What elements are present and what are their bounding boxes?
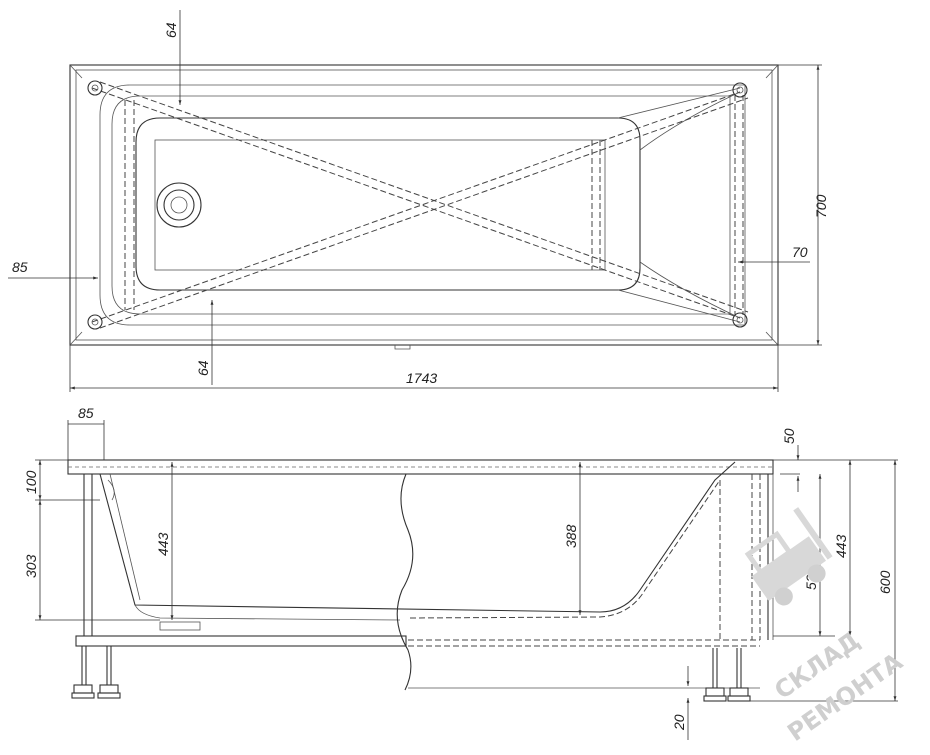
dim-side-rim-offset: 50 [781,428,797,444]
dim-top-diag-bottom: 64 [195,360,211,376]
dim-side-depth-mid: 388 [563,524,579,548]
top-basin-bottom [135,117,641,291]
side-legs-left [71,646,121,699]
dim-side-floor-height: 303 [23,554,39,578]
drain-icon [156,182,202,228]
forklift-logo-icon [744,507,833,606]
dim-top-right-inset: 70 [792,244,808,260]
dim-top-width: 700 [813,194,829,218]
dim-side-left-frame: 85 [78,405,94,421]
watermark: СКЛАД РЕМОНТА [744,507,908,747]
dim-top-length: 1743 [406,370,437,386]
top-diagonal-brace-b [91,91,749,329]
dim-side-depth-right: 443 [833,534,849,558]
side-break-line [396,473,414,691]
top-inner-rim [75,69,773,341]
dim-top-diag-top: 64 [163,22,179,38]
dim-side-total-height: 600 [877,570,893,594]
top-diagonal-brace-a [91,81,749,319]
dim-side-depth-left: 443 [155,532,171,556]
top-floor-panel [154,139,606,271]
dim-top-left-inset: 85 [12,259,28,275]
top-view [8,10,822,392]
dim-side-leg-foot: 20 [671,714,687,731]
leg-bolt-icons [87,80,748,330]
side-base-frame-left [75,635,407,647]
side-legs-right [703,648,751,702]
dim-side-rim-height: 100 [23,470,39,494]
side-view [35,420,898,740]
top-outer-rim [69,64,779,346]
side-basin-profile [99,461,736,613]
top-basin-outline [99,84,746,326]
